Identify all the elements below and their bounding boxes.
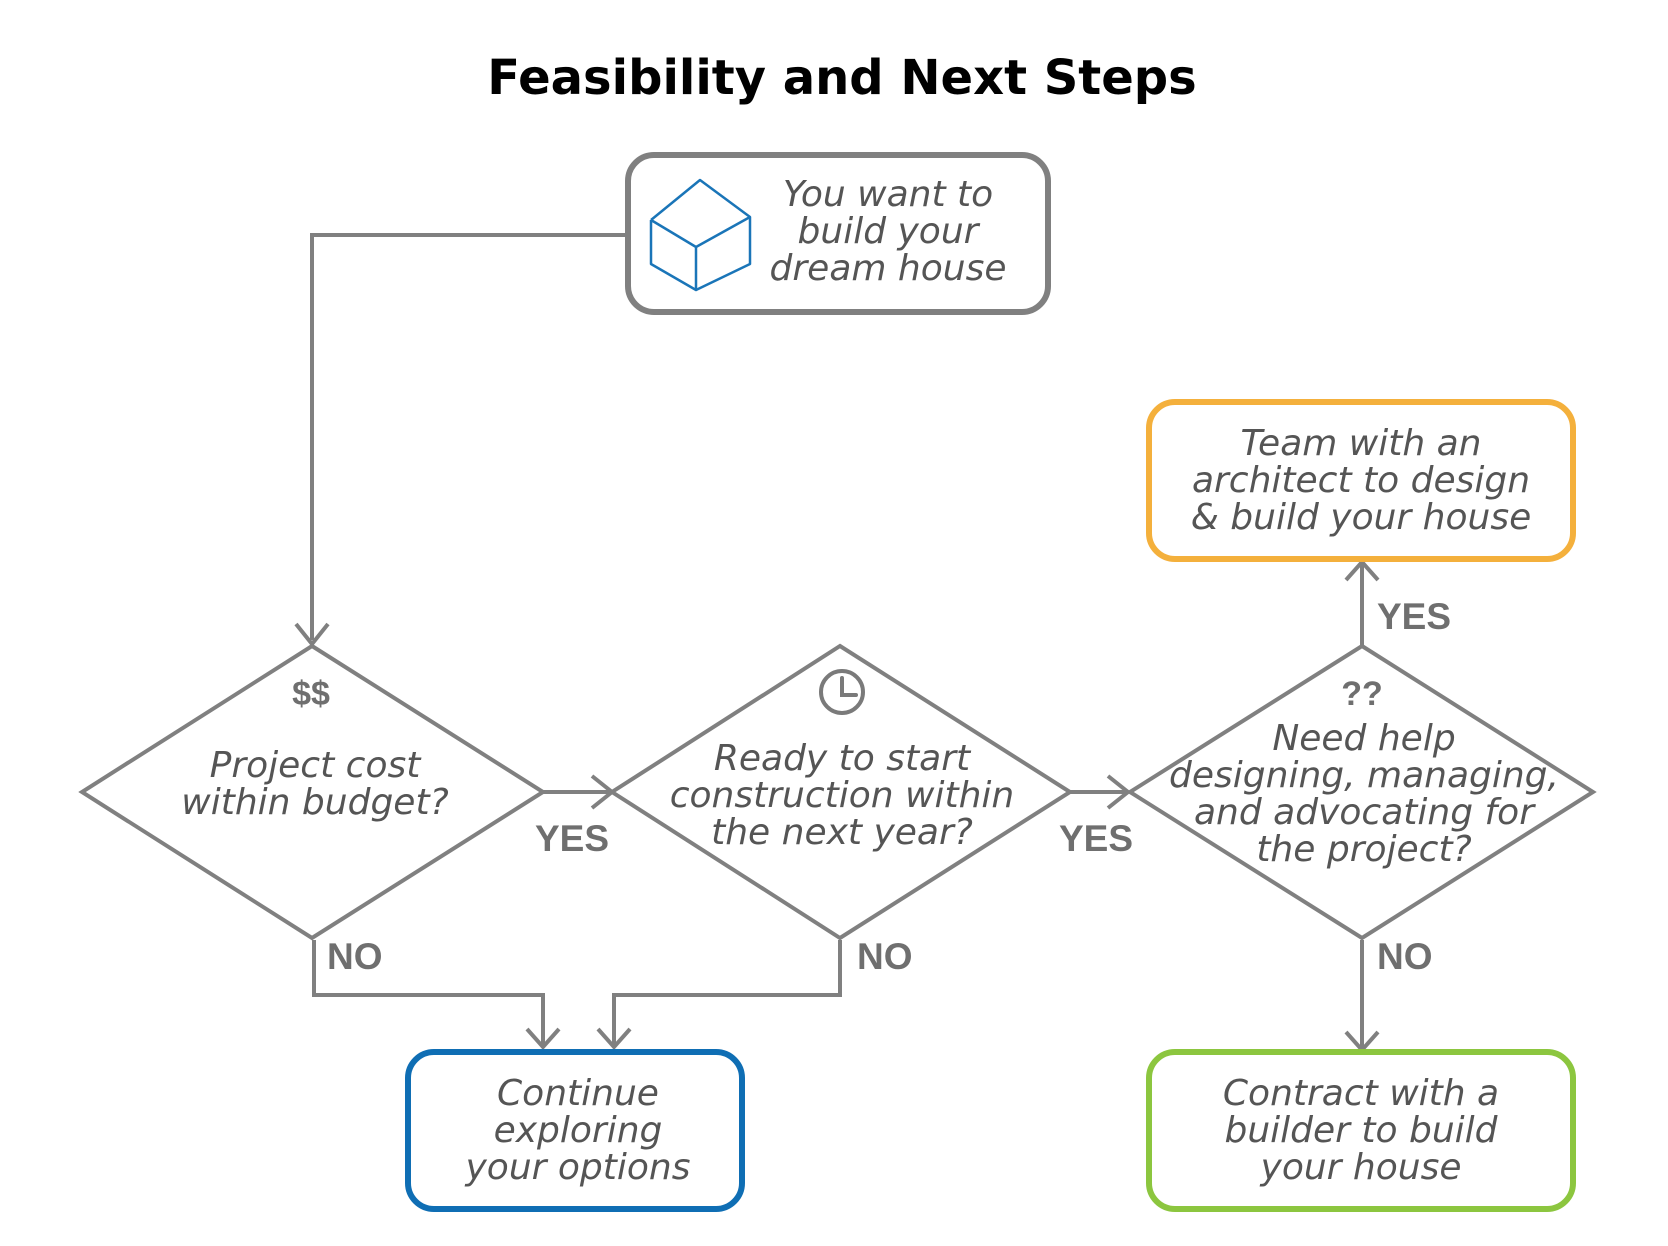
start-text-line: build your xyxy=(798,211,981,252)
options-box xyxy=(405,1049,745,1212)
architect-text-line: architect to design xyxy=(1192,460,1530,501)
builder-text-line: your house xyxy=(1260,1147,1462,1188)
help-text-line: Need help xyxy=(1272,718,1455,759)
start-text: You want to build your dream house xyxy=(770,174,1007,289)
timing-decision-diamond xyxy=(608,643,1074,941)
help-text-line: the project? xyxy=(1256,829,1471,870)
clock-icon xyxy=(819,669,865,715)
page-title: Feasibility and Next Steps xyxy=(487,50,1196,106)
edge-budget-to-options xyxy=(312,940,545,1047)
builder-text-line: Contract with a xyxy=(1223,1073,1499,1114)
start-text-line: dream house xyxy=(770,248,1007,289)
edge-timing-to-options xyxy=(612,940,842,1047)
budget-yes-label: YES xyxy=(535,818,609,859)
help-text: Need help designing, managing, and advoc… xyxy=(1169,718,1559,870)
budget-decision-diamond xyxy=(78,643,547,941)
budget-text-line: Project cost xyxy=(210,745,423,786)
start-text-line: You want to xyxy=(783,174,993,215)
options-text-line: exploring xyxy=(494,1110,663,1151)
builder-text: Contract with a builder to build your ho… xyxy=(1223,1073,1499,1188)
options-text: Continue exploring your options xyxy=(465,1073,691,1188)
help-no-label: NO xyxy=(1377,936,1433,977)
options-text-line: Continue xyxy=(497,1073,659,1114)
timing-text-line: Ready to start xyxy=(714,738,972,779)
timing-text-line: the next year? xyxy=(711,812,973,853)
edge-start-to-budget xyxy=(310,233,626,640)
architect-text-line: Team with an xyxy=(1241,423,1482,464)
builder-box xyxy=(1146,1049,1576,1212)
architect-box xyxy=(1146,399,1576,562)
arrowhead-options-left xyxy=(525,1027,561,1051)
architect-text-line: & build your house xyxy=(1191,497,1531,538)
connectors xyxy=(294,233,1380,1054)
help-yes-label: YES xyxy=(1377,596,1451,637)
builder-text-line: builder to build xyxy=(1224,1110,1498,1151)
timing-yes-label: YES xyxy=(1059,818,1133,859)
question-symbol: ?? xyxy=(1341,675,1383,713)
architect-text: Team with an architect to design & build… xyxy=(1191,423,1531,538)
timing-text-line: construction within xyxy=(670,775,1015,816)
help-text-line: designing, managing, xyxy=(1169,755,1559,796)
dollar-symbol: $$ xyxy=(292,675,330,713)
arrowhead-options-right xyxy=(596,1027,632,1051)
help-decision-diamond xyxy=(1126,643,1597,941)
timing-text: Ready to start construction within the n… xyxy=(670,738,1015,853)
budget-no-label: NO xyxy=(327,936,383,977)
house-icon xyxy=(649,178,752,292)
budget-text-line: within budget? xyxy=(181,782,448,823)
help-text-line: and advocating for xyxy=(1194,792,1536,833)
budget-text: Project cost within budget? xyxy=(181,745,448,823)
timing-no-label: NO xyxy=(857,936,913,977)
options-text-line: your options xyxy=(465,1147,691,1188)
